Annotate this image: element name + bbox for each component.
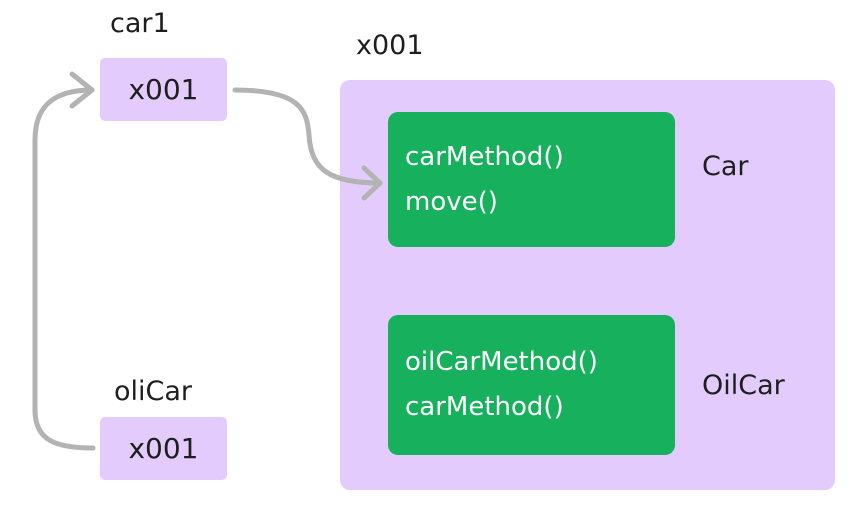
arrow-olicar-to-car1 bbox=[32, 87, 96, 451]
class-box-car: carMethod() move() bbox=[388, 112, 675, 247]
variable-box-olicar: x001 bbox=[100, 417, 227, 480]
arrow-car1-to-heap-head bbox=[361, 165, 383, 201]
class-label-oilcar: OilCar bbox=[702, 370, 785, 401]
method-move: move() bbox=[405, 186, 498, 217]
variable-label-olicar: oliCar bbox=[114, 376, 193, 407]
method-carmethod: carMethod() bbox=[405, 141, 564, 172]
class-box-oilcar: oilCarMethod() carMethod() bbox=[388, 315, 675, 455]
variable-label-car1: car1 bbox=[110, 8, 170, 39]
arrow-olicar-to-car1-head bbox=[69, 71, 95, 109]
method-carmethod: carMethod() bbox=[405, 392, 564, 422]
variable-box-car1: x001 bbox=[100, 58, 227, 121]
method-oilcarmethod: oilCarMethod() bbox=[405, 347, 598, 377]
class-label-car: Car bbox=[702, 151, 749, 182]
arrow-car1-to-heap bbox=[232, 87, 383, 186]
heap-address-label: x001 bbox=[356, 30, 424, 61]
